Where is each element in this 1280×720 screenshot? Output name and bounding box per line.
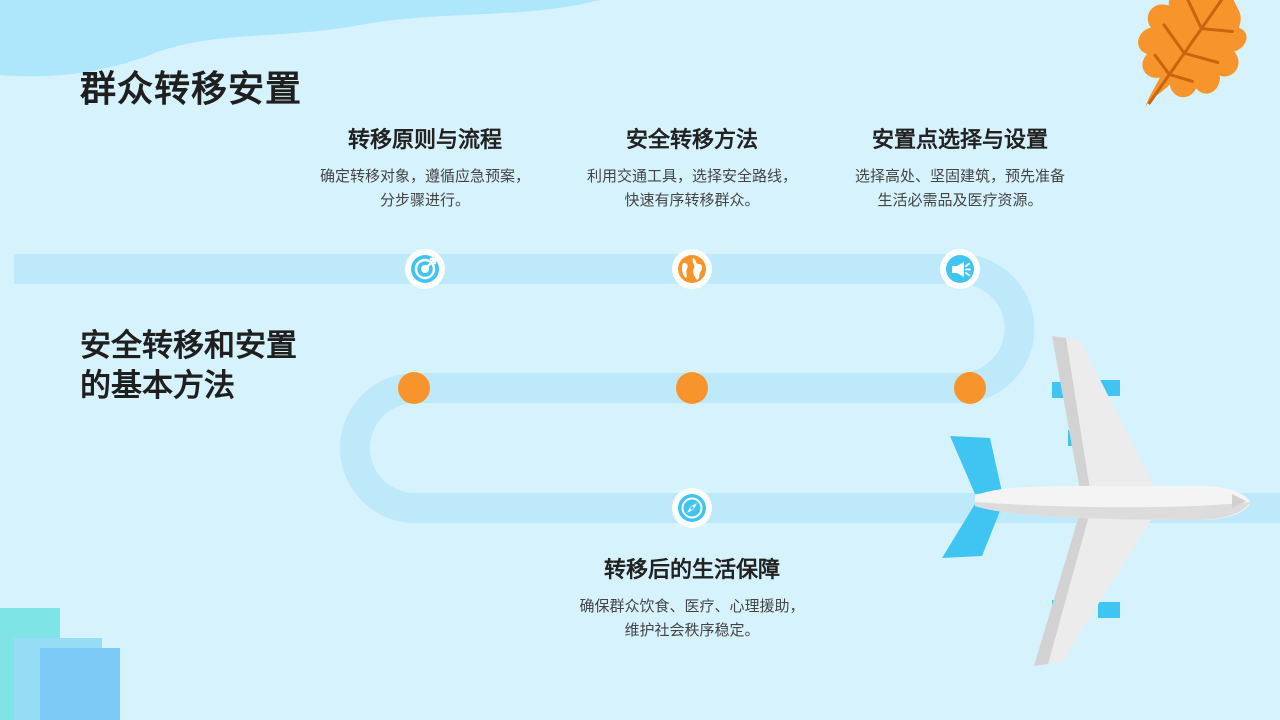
subtitle-line-1: 安全转移和安置 [80, 328, 297, 364]
airplane [942, 336, 1250, 666]
step-1-desc-line-2: 分步骤进行。 [379, 191, 470, 209]
step-1: 转移原则与流程 确定转移对象，遵循应急预案， 分步骤进行。 [285, 122, 565, 212]
autumn-leaf [1138, 0, 1247, 109]
step-1-desc-line-1: 确定转移对象，遵循应急预案， [319, 167, 530, 185]
megaphone-badge [940, 249, 980, 289]
step-3-desc-line-1: 选择高处、坚固建筑，预先准备 [854, 167, 1065, 185]
step-2: 安全转移方法 利用交通工具，选择安全路线， 快速有序转移群众。 [552, 122, 832, 212]
compass-icon [678, 494, 706, 522]
block-3 [40, 648, 120, 720]
step-4: 转移后的生活保障 确保群众饮食、医疗、心理援助， 维护社会秩序稳定。 [552, 552, 832, 642]
step-2-heading: 安全转移方法 [625, 128, 758, 153]
step-3-description: 选择高处、坚固建筑，预先准备 生活必需品及医疗资源。 [820, 164, 1100, 212]
target-badge [405, 249, 445, 289]
waypoint-dot-3 [954, 372, 986, 404]
section-subtitle: 安全转移和安置 的基本方法 [80, 326, 297, 406]
step-1-description: 确定转移对象，遵循应急预案， 分步骤进行。 [285, 164, 565, 212]
target-icon [411, 255, 439, 283]
globe-badge [672, 249, 712, 289]
step-4-description: 确保群众饮食、医疗、心理援助， 维护社会秩序稳定。 [552, 594, 832, 642]
globe-icon [678, 255, 706, 283]
megaphone-icon [946, 255, 974, 283]
step-4-heading: 转移后的生活保障 [603, 558, 780, 583]
step-3-desc-line-2: 生活必需品及医疗资源。 [877, 191, 1043, 209]
step-4-desc-line-1: 确保群众饮食、医疗、心理援助， [579, 597, 805, 615]
wave-top [0, 0, 600, 77]
step-3-heading: 安置点选择与设置 [871, 128, 1048, 153]
waypoint-dot-2 [676, 372, 708, 404]
step-3: 安置点选择与设置 选择高处、坚固建筑，预先准备 生活必需品及医疗资源。 [820, 122, 1100, 212]
step-2-desc-line-2: 快速有序转移群众。 [624, 191, 760, 209]
compass-badge [672, 488, 712, 528]
waypoint-dot-1 [398, 372, 430, 404]
subtitle-line-2: 的基本方法 [80, 368, 235, 404]
step-2-description: 利用交通工具，选择安全路线， 快速有序转移群众。 [552, 164, 832, 212]
slide-title: 群众转移安置 [80, 69, 303, 110]
step-4-desc-line-2: 维护社会秩序稳定。 [624, 621, 760, 639]
step-2-desc-line-1: 利用交通工具，选择安全路线， [586, 167, 797, 185]
step-1-heading: 转移原则与流程 [347, 128, 502, 153]
